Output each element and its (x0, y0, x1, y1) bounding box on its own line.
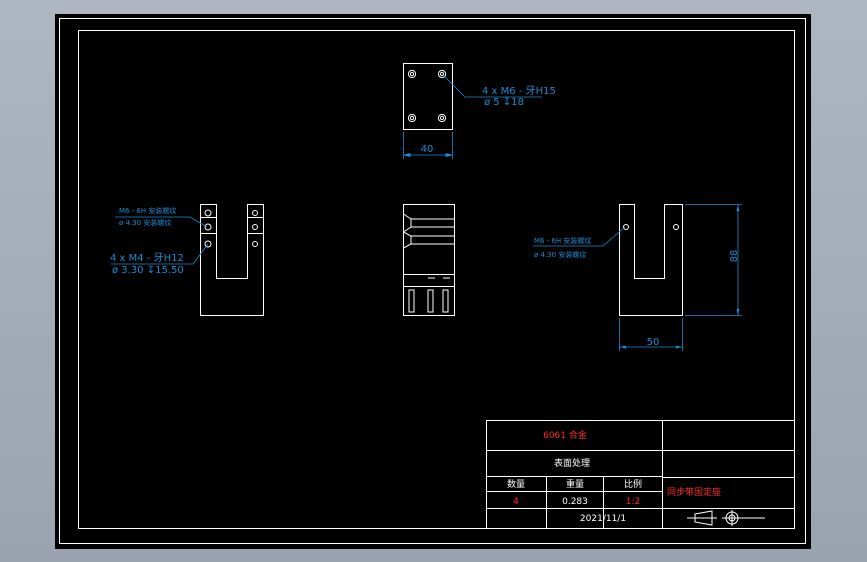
right-view-holes (623, 224, 679, 230)
surface-treatment-label: 表面处理 (554, 457, 590, 469)
left-note-2: ø 4.30 安装螺纹 (119, 218, 171, 227)
top-width-dim: 40 (421, 144, 434, 155)
left-hole-note-1: 4 x M4 - 牙H12 (110, 252, 184, 264)
title-block[interactable]: 6061 合金 表面处理 数量 重量 比例 4 0.283 1:2 同步带固定座… (486, 420, 795, 529)
top-hole-note-1: 4 x M6 - 牙H15 (482, 85, 556, 97)
outer-frame (59, 18, 806, 544)
scale-label: 比例 (624, 478, 642, 490)
top-hole-leader (441, 73, 542, 98)
left-view-holes (204, 209, 258, 248)
top-hole-note-2: ø 5 ↧18 (484, 97, 524, 108)
inner-frame (78, 30, 795, 529)
right-width-dim: 50 (647, 337, 660, 348)
left-note-1: M6 - 6H 安装螺纹 (119, 206, 176, 215)
qty-value: 4 (513, 497, 519, 507)
drawing-sheet[interactable]: 4 x M6 - 牙H15 ø 5 ↧18 40 (55, 14, 811, 549)
top-view-outline (403, 63, 453, 130)
part-name: 同步带固定座 (667, 486, 721, 498)
right-note-2: ø 4.30 安装螺纹 (534, 250, 586, 259)
right-view[interactable]: M6 - 6H 安装螺纹 ø 4.30 安装螺纹 88 50 (533, 204, 742, 352)
left-view[interactable]: M6 - 6H 安装螺纹 ø 4.30 安装螺纹 4 x M4 - 牙H12 ø… (110, 204, 264, 316)
left-view-outline (200, 204, 264, 316)
front-view[interactable] (403, 204, 455, 316)
scale-value: 1:2 (626, 497, 640, 507)
front-view-outline (403, 204, 455, 316)
top-view[interactable]: 4 x M6 - 牙H15 ø 5 ↧18 40 (403, 63, 556, 160)
right-height-dim: 88 (729, 250, 740, 263)
qty-label: 数量 (507, 478, 525, 490)
weight-value: 0.283 (562, 497, 588, 507)
left-hole-note-2: ø 3.30 ↧15.50 (112, 265, 184, 276)
weight-label: 重量 (566, 478, 584, 490)
right-view-outline (619, 204, 683, 316)
date-value: 2021/11/1 (580, 514, 626, 524)
material-label: 6061 合金 (543, 429, 587, 441)
projection-symbol (687, 510, 765, 526)
top-view-holes (407, 69, 447, 123)
drawing-canvas: 4 x M6 - 牙H15 ø 5 ↧18 40 (59, 18, 806, 544)
right-note-1: M6 - 6H 安装螺纹 (534, 236, 591, 245)
